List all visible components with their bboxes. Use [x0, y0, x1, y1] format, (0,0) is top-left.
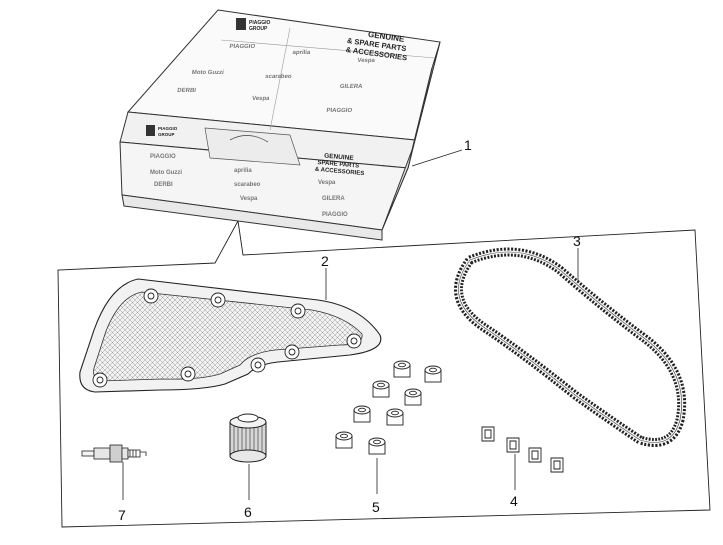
lid-group-name-2: GROUP — [249, 26, 268, 32]
side-logo-3: Vespa — [318, 180, 336, 186]
side-title-line-3: & ACCESSORIES — [315, 167, 365, 177]
parts-box: PIAGGIO GROUP GENUINE & SPARE PARTS & AC… — [119, 9, 441, 241]
kit-outline — [57, 220, 711, 528]
lid-logo-5: scarabeo — [265, 74, 292, 80]
oil-filter — [229, 413, 267, 463]
side-logo-7: DERBI — [154, 182, 173, 188]
callout-4: 4 — [510, 493, 518, 509]
callout-1: 1 — [464, 137, 472, 153]
side-logo-5: scarabeo — [234, 182, 261, 188]
rollers — [335, 360, 442, 455]
side-logo-8: Vespa — [240, 196, 258, 202]
air-filter — [79, 278, 382, 393]
callout-3: 3 — [573, 233, 581, 249]
callout-6: 6 — [244, 504, 252, 520]
lid-logo-6: GILERA — [339, 84, 363, 90]
lid-logo-8: Vespa — [252, 96, 271, 102]
leader-line-1 — [411, 149, 463, 167]
side-group-name-2: GROUP — [158, 132, 175, 137]
lid-group-name-1: PIAGGIO — [249, 20, 271, 26]
side-logo-6: GILERA — [322, 196, 345, 202]
side-group-logo-icon — [146, 125, 155, 136]
side-logo-4: Moto Guzzi — [150, 170, 182, 176]
side-logo-1: PIAGGIO — [150, 154, 176, 160]
lid-logo-4: Moto Guzzi — [191, 70, 224, 76]
callout-2: 2 — [321, 253, 329, 269]
side-title-line-2: SPARE PARTS — [317, 160, 359, 170]
side-logo-2: aprilia — [234, 168, 252, 174]
side-title-line-1: GENUINE — [324, 153, 355, 163]
lid-logo-1: PIAGGIO — [229, 44, 256, 50]
sliders — [481, 426, 564, 473]
callout-5: 5 — [372, 499, 380, 515]
side-logo-9: PIAGGIO — [322, 212, 348, 218]
drive-belt — [453, 247, 687, 447]
lid-logo-9: PIAGGIO — [326, 108, 353, 114]
lid-logo-3: Vespa — [357, 58, 376, 64]
piaggio-group-logo-icon — [236, 18, 246, 30]
lid-logo-2: aprilia — [292, 50, 311, 56]
lid-logo-7: DERBI — [177, 88, 197, 94]
callout-7: 7 — [118, 507, 126, 523]
side-group-name-1: PIAGGIO — [158, 126, 178, 131]
spark-plug — [81, 444, 147, 463]
